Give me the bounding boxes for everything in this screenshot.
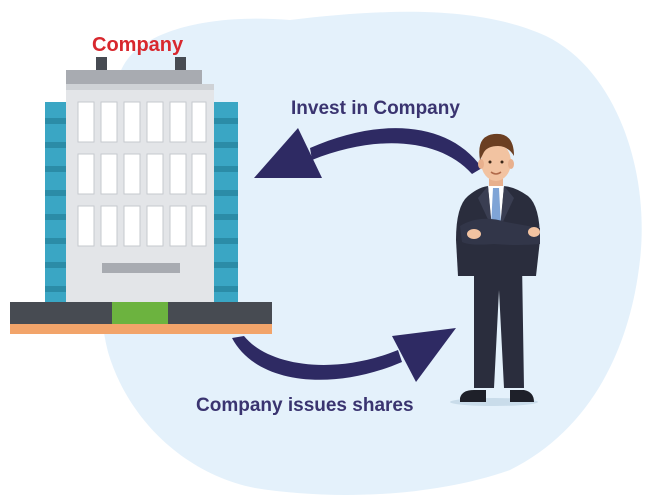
ear-left bbox=[478, 159, 484, 169]
building-windows bbox=[77, 101, 207, 247]
building-side-right bbox=[214, 102, 238, 302]
invest-arrow bbox=[254, 128, 482, 178]
eye-right bbox=[500, 160, 504, 164]
company-label: Company bbox=[92, 34, 184, 56]
building-ground bbox=[10, 324, 272, 334]
hand-right bbox=[528, 227, 540, 237]
invest-arrow-body bbox=[310, 128, 482, 174]
side-stripes bbox=[45, 118, 238, 292]
antenna-left bbox=[96, 57, 107, 71]
eye-left bbox=[488, 160, 492, 164]
shoe-left bbox=[460, 390, 486, 402]
building-door bbox=[112, 302, 168, 324]
businessman-arms bbox=[460, 218, 540, 245]
building-side-left bbox=[45, 102, 69, 302]
shoe-right bbox=[510, 390, 534, 402]
invest-arrow-head bbox=[254, 128, 322, 178]
shares-arrow-label: Company issues shares bbox=[196, 395, 414, 416]
mouth bbox=[490, 171, 502, 175]
building-roof bbox=[66, 70, 202, 84]
shares-arrow-head bbox=[392, 328, 456, 382]
building-facade-shade bbox=[66, 84, 214, 90]
lapel-left bbox=[478, 186, 492, 228]
businessman-legs bbox=[474, 262, 524, 388]
ear-right bbox=[508, 159, 514, 169]
businessman-hair bbox=[479, 133, 514, 160]
hand-left bbox=[467, 229, 481, 239]
door-canopy bbox=[102, 263, 180, 273]
shares-arrow bbox=[232, 328, 456, 382]
invest-arrow-label: Invest in Company bbox=[291, 98, 460, 119]
lapel-right bbox=[500, 186, 514, 228]
businessman bbox=[450, 133, 540, 406]
shares-arrow-body bbox=[232, 336, 402, 380]
company-building bbox=[10, 57, 272, 334]
businessman-face bbox=[481, 143, 511, 181]
antenna-right bbox=[175, 57, 186, 71]
